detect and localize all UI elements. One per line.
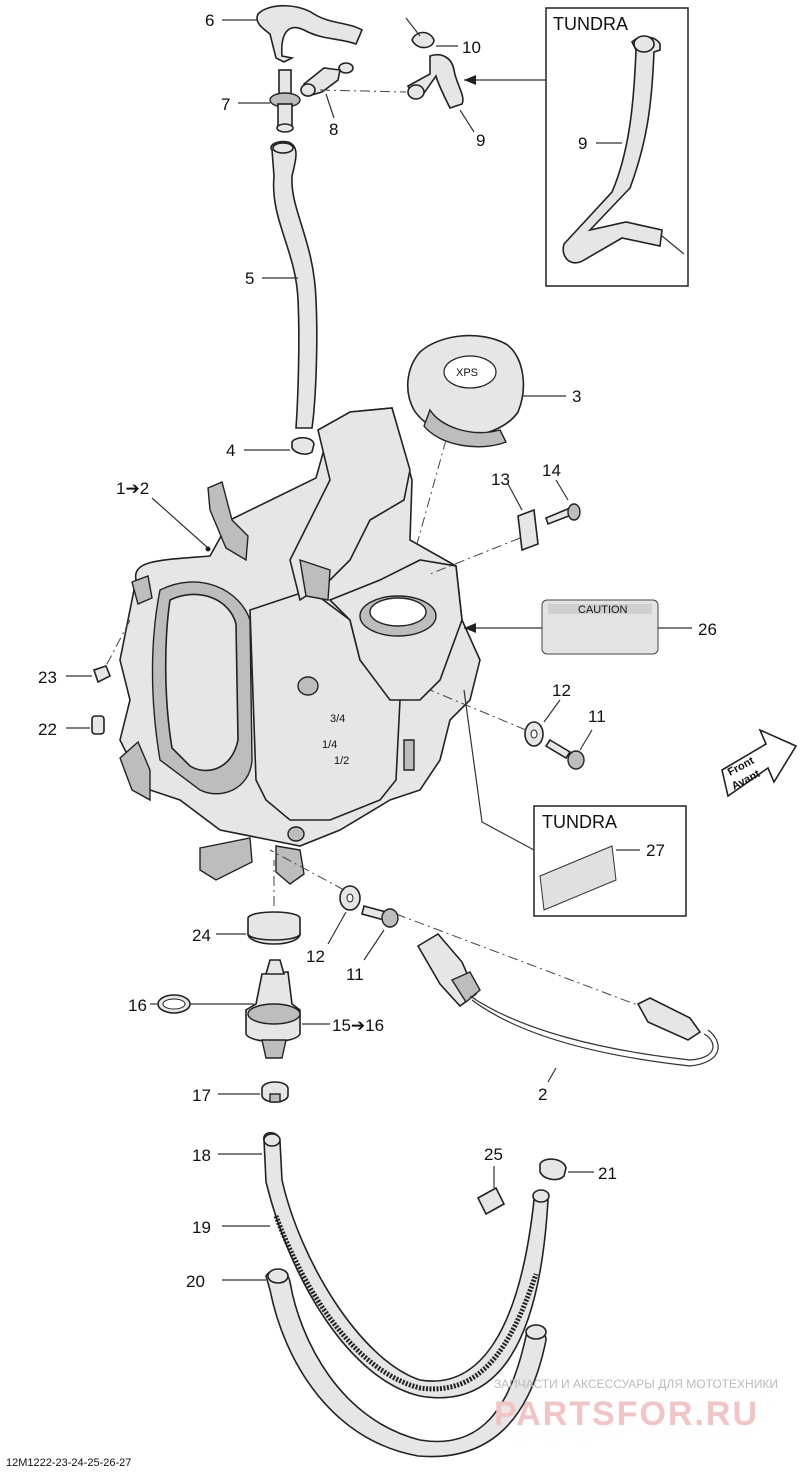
hose-clamp-17	[261, 1081, 289, 1103]
fill-mark-quarter: 1/4	[322, 739, 337, 751]
o-ring-16	[157, 994, 191, 1014]
callout-22: 22	[38, 720, 57, 739]
callout-19: 19	[192, 1218, 211, 1237]
tundra-inset-bottom: TUNDRA 27	[533, 805, 687, 917]
callout-14: 14	[542, 461, 561, 480]
callout-9b: 9	[578, 134, 587, 153]
plate-13	[517, 508, 539, 552]
tank-cap: XPS	[406, 334, 525, 448]
watermark-tagline: ЗАПЧАСТИ И АКСЕССУАРЫ ДЛЯ МОТОТЕХНИКИ	[494, 1377, 778, 1391]
callout-3: 3	[572, 387, 581, 406]
callout-11a: 11	[588, 707, 606, 726]
callout-6: 6	[205, 11, 214, 30]
washer-12b	[339, 885, 361, 911]
washer-12a	[524, 721, 544, 747]
fill-mark-half: 1/2	[334, 755, 349, 767]
callout-1: 1➔2	[116, 479, 149, 498]
tundra-title-bottom: TUNDRA	[542, 812, 617, 832]
callout-24: 24	[192, 926, 211, 945]
bolt-11a	[544, 738, 585, 770]
tundra-title-top: TUNDRA	[553, 14, 628, 34]
callout-9a: 9	[476, 131, 485, 150]
sensor-harness	[416, 932, 719, 1067]
arrow-head-26	[464, 623, 476, 633]
reference-dot	[205, 546, 211, 552]
fill-hose-5	[270, 140, 318, 429]
callout-25: 25	[484, 1145, 503, 1164]
callout-21: 21	[598, 1164, 617, 1183]
figure-id: 12M1222-23-24-25-26-27	[6, 1457, 131, 1469]
callout-15: 15➔16	[332, 1016, 384, 1035]
callout-11b: 11	[346, 965, 364, 984]
screw-14	[545, 503, 581, 526]
tundra-inset-top: TUNDRA 9	[545, 7, 689, 287]
callout-8: 8	[329, 120, 338, 139]
callout-13: 13	[491, 470, 510, 489]
watermark-brand: PARTSFOR.RU	[494, 1395, 759, 1433]
part-22	[91, 715, 105, 735]
oil-valve-15	[245, 959, 301, 1059]
fill-mark-full: 3/4	[330, 713, 345, 725]
callout-27: 27	[646, 841, 665, 860]
callout-12b: 12	[306, 947, 325, 966]
vent-hose-9	[406, 54, 464, 109]
callout-7: 7	[221, 95, 230, 114]
callout-2: 2	[538, 1085, 547, 1104]
callout-4: 4	[226, 441, 235, 460]
hose-clamp-10	[405, 17, 435, 49]
callout-17: 17	[192, 1086, 211, 1105]
callout-18: 18	[192, 1146, 211, 1165]
callout-26: 26	[698, 620, 717, 639]
hose-clamp-4	[291, 436, 315, 455]
hose-clamp-21	[539, 1158, 567, 1181]
check-valve	[269, 69, 301, 133]
arrow-head	[464, 75, 476, 85]
part-23	[92, 665, 112, 684]
elbow-fitting	[300, 67, 341, 97]
callout-10: 10	[462, 38, 481, 57]
drain-hose-20	[265, 1268, 547, 1458]
callout-5: 5	[245, 269, 254, 288]
ring-24	[247, 911, 301, 945]
bolt-11b	[361, 905, 399, 928]
callout-23: 23	[38, 668, 57, 687]
caution-text: CAUTION	[578, 604, 628, 616]
clip-25	[476, 1186, 506, 1216]
callout-20: 20	[186, 1272, 205, 1291]
front-direction-arrow: Front Avant	[721, 728, 798, 798]
callout-12a: 12	[552, 681, 571, 700]
drain-hose-18	[263, 1131, 550, 1399]
oil-tank: 3/4 1/2 1/4	[119, 407, 481, 885]
caution-decal: CAUTION	[541, 599, 659, 655]
cap-logo: XPS	[456, 367, 478, 379]
spring-guard-19	[273, 1215, 539, 1392]
callout-16: 16	[128, 996, 147, 1015]
vent-hose-top	[256, 4, 364, 74]
